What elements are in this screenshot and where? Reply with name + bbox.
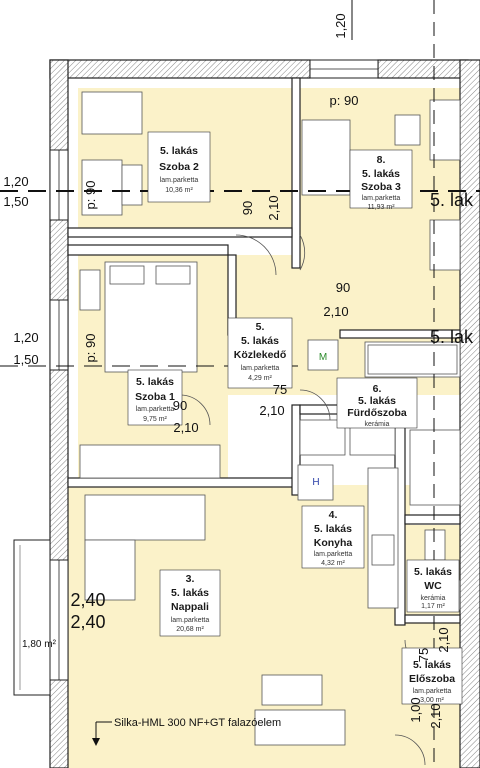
dim-text: 2,40 [70, 590, 105, 610]
room-floor: kerámia [365, 421, 390, 428]
room-number: 8. [377, 154, 386, 166]
room-area: 3,00 m² [420, 697, 444, 704]
dim-text: 1,50 [13, 352, 38, 367]
room-label-szoba1: 5. lakás Szoba 1 lam.parketta 9,75 m² [127, 369, 183, 426]
room-name: Szoba 3 [361, 181, 401, 193]
room-name: Konyha [314, 537, 353, 549]
dim-text: 1,20 [333, 13, 348, 38]
dim-text: 1,20 [3, 174, 28, 189]
room-line2: 5. lakás [362, 168, 400, 180]
dim-text: 1,00 [408, 697, 423, 722]
neighbor-labels: 5. lak 5. lak [430, 190, 474, 347]
room-line2: 5. lakás [171, 587, 209, 599]
room-area: 4,32 m² [321, 560, 345, 567]
room-label-kozlekedo: 5. 5. lakás Közlekedő lam.parketta 4,29 … [227, 317, 293, 389]
room-name: WC [424, 580, 442, 592]
room-label-eloszoba: 5. lakás Előszoba lam.parketta 3,00 m² [401, 647, 463, 705]
room-label-nappali: 3. 5. lakás Nappali lam.parketta 20,68 m… [159, 569, 221, 637]
dim-text: 2,10 [323, 304, 348, 319]
room-name: Szoba 1 [135, 391, 175, 403]
room-area: 1,17 m² [421, 603, 445, 610]
dim-text: p: 90 [83, 334, 98, 363]
dim-text: p: 90 [83, 181, 98, 210]
wall-note-text: Silka-HML 300 NF+GT falazóelem [114, 717, 281, 729]
room-floor: lam.parketta [136, 406, 175, 413]
balcony-area: 1,80 m² [22, 639, 57, 650]
room-number: 6. [373, 383, 382, 395]
door-swings [179, 234, 436, 766]
dim-text: p: 90 [330, 93, 359, 108]
room-number: 5. lakás [413, 659, 451, 671]
room-label-wc: 5. lakás WC kerámia 1,17 m² [406, 559, 460, 613]
room-name: Közlekedő [234, 349, 287, 361]
dim-text: 2,10 [436, 627, 451, 652]
furniture [79, 91, 461, 746]
fixture-h-label: H [312, 477, 319, 488]
room-number: 4. [329, 509, 338, 521]
dim-text: 75 [273, 382, 287, 397]
room-number: 5. [256, 321, 265, 333]
room-name: Fürdőszoba [347, 407, 407, 419]
room-area: 4,29 m² [248, 375, 272, 382]
room-name: Előszoba [409, 673, 455, 685]
fixture-markers: M H [312, 352, 327, 488]
dim-text: 1,50 [3, 194, 28, 209]
dim-text: 2,10 [266, 195, 281, 220]
neighbor-label: 5. lak [430, 190, 474, 210]
room-line2: 5. lakás [241, 335, 279, 347]
room-area: 10,36 m² [165, 187, 193, 194]
dim-text: 90 [240, 201, 255, 215]
room-number: 3. [186, 573, 195, 585]
room-number: 5. lakás [136, 376, 174, 388]
dim-text: 90 [336, 280, 350, 295]
room-label-furdoszoba: 6. 5. lakás Fürdőszoba kerámia [336, 377, 418, 429]
room-floor: lam.parketta [314, 551, 353, 558]
room-area: 9,75 m² [143, 416, 167, 423]
dim-text: 75 [416, 648, 431, 662]
room-area: 11,93 m² [367, 204, 395, 211]
dim-text: 90 [173, 398, 187, 413]
dim-text: 2,40 [70, 612, 105, 632]
room-label-szoba3: 8. 5. lakás Szoba 3 lam.parketta 11,93 m… [349, 149, 413, 211]
wall-note: Silka-HML 300 NF+GT falazóelem [92, 717, 281, 746]
dim-text: 2,10 [259, 403, 284, 418]
room-floor: kerámia [421, 595, 446, 602]
room-floor: lam.parketta [160, 177, 199, 184]
room-floor: lam.parketta [171, 617, 210, 624]
room-number: 5. lakás [160, 145, 198, 157]
room-floor: lam.parketta [362, 195, 401, 202]
dimension-labels: 1,20 1,20 1,50 1,20 1,50 p: 90 p: 90 p: … [3, 13, 451, 728]
room-label-konyha: 4. 5. lakás Konyha lam.parketta 4,32 m² [301, 505, 365, 569]
fixture-m-label: M [319, 352, 327, 363]
room-line2: 5. lakás [314, 523, 352, 535]
dim-text: 2,10 [173, 420, 198, 435]
room-line2: 5. lakás [358, 395, 396, 407]
dim-text: 2,10 [428, 703, 443, 728]
windows [49, 59, 379, 681]
room-number: 5. lakás [414, 566, 452, 578]
room-name: Szoba 2 [159, 161, 199, 173]
room-floor: lam.parketta [241, 365, 280, 372]
balcony: 1,80 m² [13, 539, 57, 696]
room-area: 20,68 m² [176, 626, 204, 633]
dim-text: 1,20 [13, 330, 38, 345]
room-name: Nappali [171, 601, 209, 613]
room-label-szoba2: 5. lakás Szoba 2 lam.parketta 10,36 m² [147, 131, 211, 203]
room-floor: lam.parketta [413, 688, 452, 695]
neighbor-label: 5. lak [430, 327, 474, 347]
